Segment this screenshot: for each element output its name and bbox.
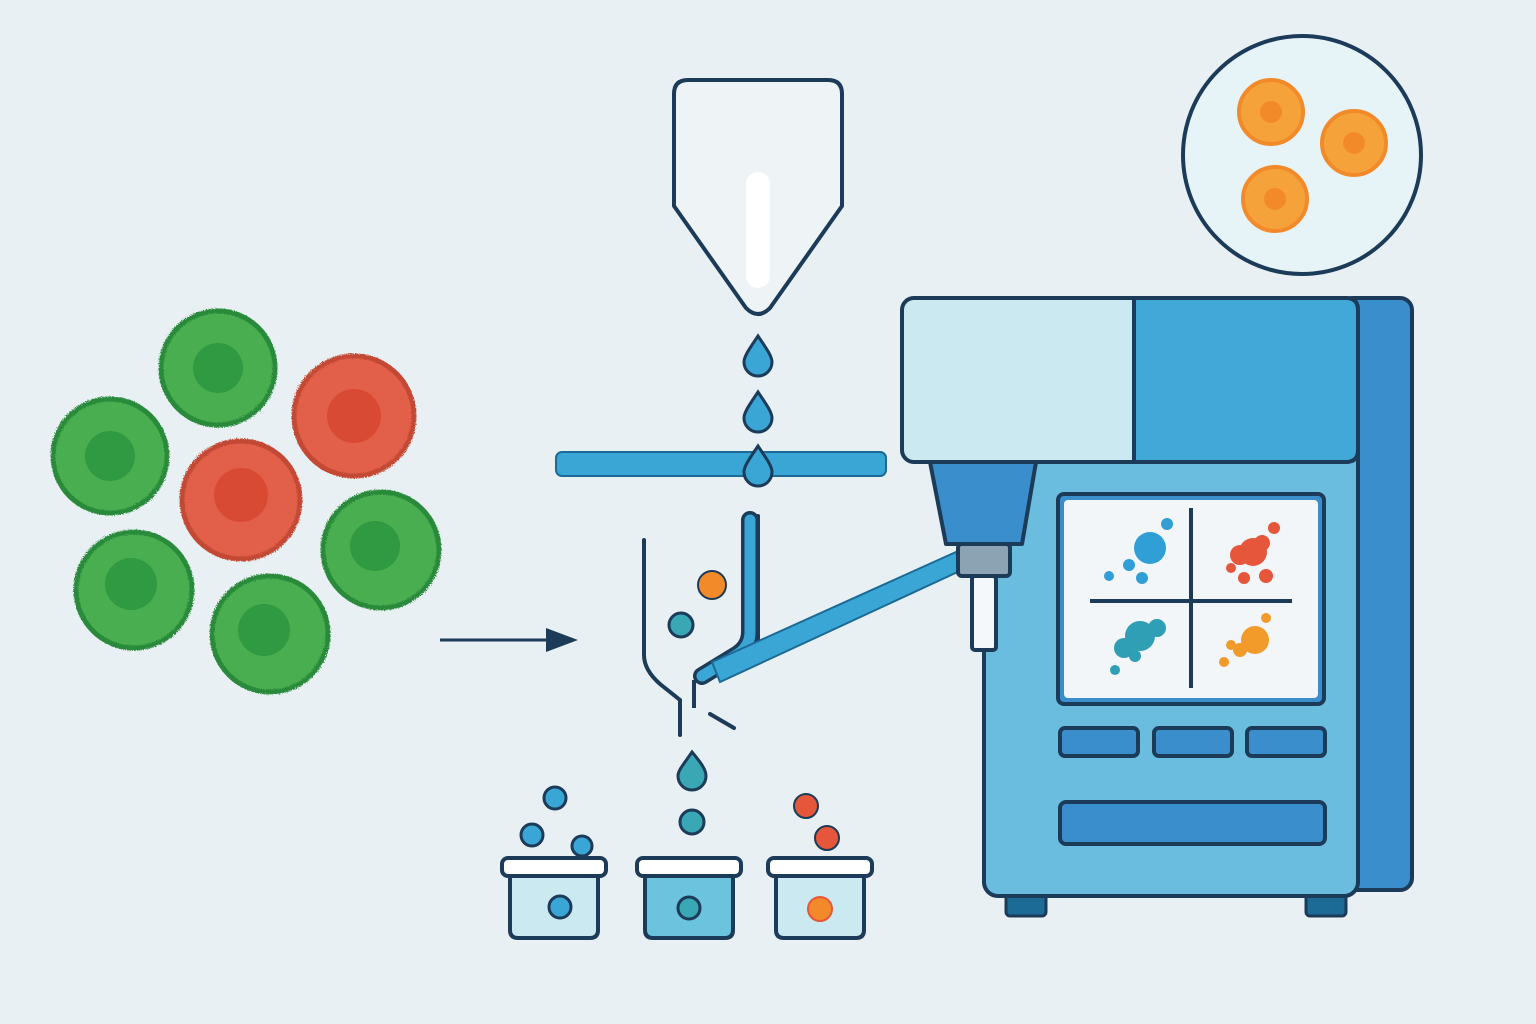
quadrant-scatter-plot-icon: [1056, 492, 1326, 706]
collection-tube-icon: [500, 856, 608, 940]
machine-button[interactable]: [1058, 726, 1140, 758]
arrow-right-icon: [440, 628, 578, 652]
collection-tube-icon: [766, 856, 874, 940]
cell-green: [73, 529, 195, 651]
nozzle-icon: [672, 78, 844, 316]
sorted-cell-orange: [697, 570, 727, 600]
droplet-icon: [742, 443, 774, 488]
machine-top-panel: [1132, 296, 1360, 464]
cell-red: [179, 438, 303, 562]
magnified-cells-icon: [1181, 34, 1423, 276]
cell-red: [291, 353, 417, 479]
scatter-cluster-bottom-right: [1219, 613, 1271, 667]
cell-population: [50, 308, 442, 695]
cell-green: [158, 308, 278, 428]
sorted-cell-blue: [519, 822, 545, 848]
sorted-cell-blue: [570, 834, 594, 858]
machine-button[interactable]: [1152, 726, 1234, 758]
sorted-cell-blue: [542, 785, 568, 811]
machine-nozzle-head: [928, 460, 1038, 652]
scatter-cluster-top-left: [1104, 518, 1173, 584]
sorted-cell-red: [793, 793, 819, 819]
sorted-cell-red: [814, 825, 840, 851]
droplet-icon: [742, 333, 774, 378]
cell-green: [50, 396, 170, 516]
cell-green: [320, 489, 442, 611]
droplet-icon: [676, 749, 708, 792]
deflection-plate-icon: [555, 443, 887, 488]
sorted-cell-teal: [678, 808, 706, 836]
collection-tube-icon: [635, 856, 743, 940]
droplet-icon: [742, 389, 774, 434]
scatter-cluster-top-right: [1226, 522, 1280, 584]
machine-slot: [1058, 800, 1327, 846]
machine-button[interactable]: [1245, 726, 1327, 758]
flow-cytometer-icon: [900, 296, 1414, 918]
sorted-cell-teal: [667, 611, 695, 639]
droplet-stream: [742, 333, 774, 434]
cell-green: [209, 573, 331, 695]
scatter-cluster-bottom-left: [1110, 619, 1166, 675]
